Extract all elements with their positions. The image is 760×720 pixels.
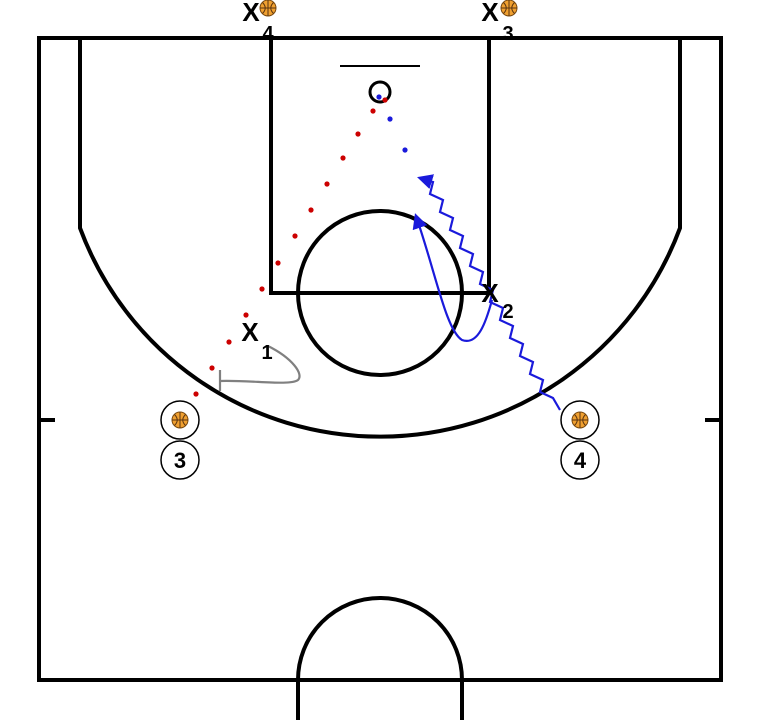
defender-x1-number: 1 [261,342,272,364]
defender-x3-number: 3 [502,23,513,45]
free-throw-circle [296,209,464,377]
pass-line-blue [376,94,408,153]
player-4-number: 4 [574,448,587,473]
screen-line [219,345,301,384]
center-circle [296,596,464,720]
basket-ring-icon [368,80,392,104]
defender-x2: X 2 [481,278,513,323]
basketball-icon [171,411,189,429]
player-3-number: 3 [174,448,186,473]
defender-x3-mark: X [481,0,499,27]
basketball-icon [571,411,589,429]
defender-x1-mark: X [241,317,259,347]
basketball-icon [500,0,518,17]
pass-line-red [193,97,388,397]
defender-x1: X 1 [241,317,272,364]
player-3-marker [160,440,200,480]
offense-player-4: 4 [560,400,600,480]
court-boundary [37,36,723,682]
offense-player-3: 3 [160,400,200,480]
defender-x4: X 4 [242,0,277,45]
three-point-line [78,38,682,439]
basketball-icon [259,0,277,17]
player-4-marker [560,440,600,480]
dribble-line [417,174,561,411]
defender-x2-number: 2 [502,301,513,323]
cut-line [412,213,494,343]
defender-x4-mark: X [242,0,260,27]
paint-lane [269,36,491,295]
defender-x3: X 3 [481,0,518,45]
court-lines [37,36,723,720]
defender-x2-mark: X [481,278,499,308]
defender-x4-number: 4 [262,23,274,45]
